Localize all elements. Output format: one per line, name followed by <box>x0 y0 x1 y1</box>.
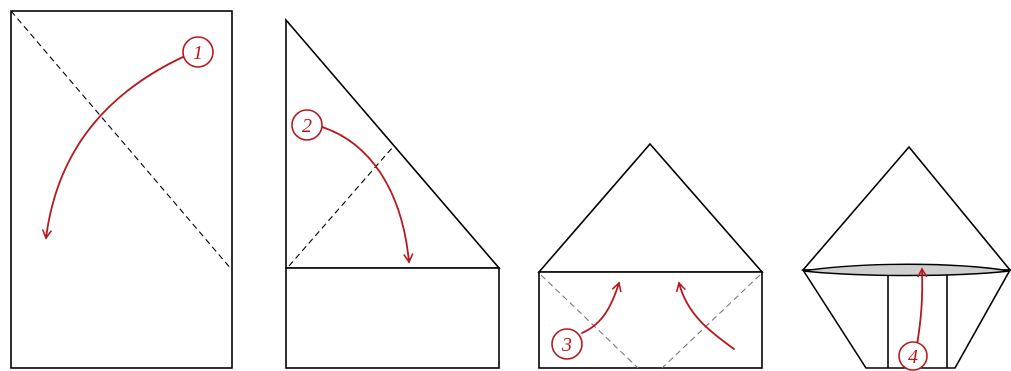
step-4-badge: 4 <box>898 341 928 371</box>
step-1-badge: 1 <box>182 36 214 68</box>
step-4-panel: 4 <box>801 145 1011 371</box>
corner-fold-line <box>288 147 393 267</box>
folded-triangle <box>285 17 501 269</box>
opening-edge <box>802 263 1011 277</box>
hat-triangle <box>537 142 764 273</box>
right-corner-fold-line <box>661 274 761 369</box>
hat-triangle <box>801 145 1011 271</box>
fold-arrow <box>46 55 186 238</box>
step-number: 3 <box>561 334 572 356</box>
fold-arrow <box>321 126 409 262</box>
paper-sheet <box>10 10 233 369</box>
paper-bottom-strip <box>285 267 500 369</box>
step-number: 2 <box>302 115 312 137</box>
diagonal-fold-line <box>10 10 233 271</box>
left-corner-fold-line <box>540 274 639 369</box>
step-1-panel: 1 <box>10 10 233 369</box>
fold-arrow-right <box>679 283 735 350</box>
open-arrow <box>916 269 922 346</box>
step-3-badge: 3 <box>551 328 583 360</box>
step-number: 1 <box>193 42 203 64</box>
step-2-badge: 2 <box>291 109 323 141</box>
step-number: 4 <box>908 346 918 368</box>
fold-arrow-left <box>581 283 619 334</box>
step-2-panel: 2 <box>285 17 501 369</box>
step-3-panel: 3 <box>537 142 764 369</box>
